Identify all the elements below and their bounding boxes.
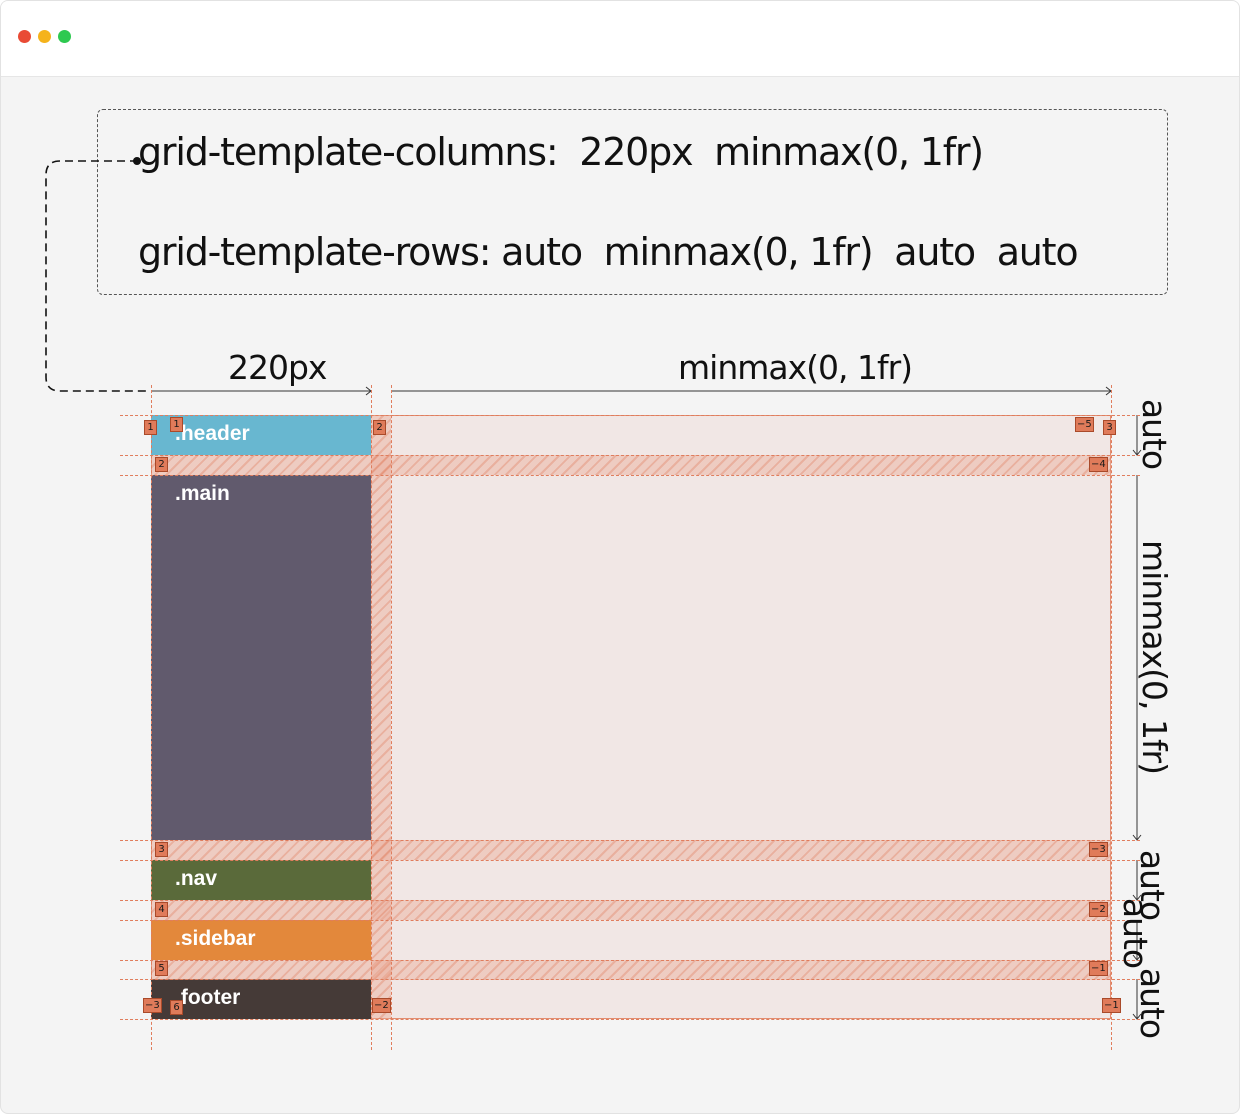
grid-line-vertical: [1111, 385, 1112, 1050]
column-line-number-badge-negative: −2: [372, 998, 391, 1013]
header-area: .header: [151, 415, 371, 455]
grid-line-vertical: [371, 385, 372, 1050]
grid-line-horizontal: [120, 920, 1140, 921]
row-line-number-badge: 6: [170, 1000, 183, 1015]
column-line-number-badge: 3: [1103, 420, 1116, 435]
sidebar-area-label: .sidebar: [175, 927, 256, 950]
row-gap-4: [151, 960, 1111, 980]
grid-line-horizontal: [120, 979, 1140, 980]
row-line-number-badge: 5: [155, 961, 168, 976]
column-line-number-badge: 2: [373, 420, 386, 435]
row-line-number-badge: 4: [155, 902, 168, 917]
grid-line-horizontal: [120, 960, 1140, 961]
row-line-number-badge-negative: −2: [1089, 902, 1108, 917]
connector-dashed-line: [45, 160, 150, 392]
grid-line-vertical: [391, 385, 392, 1050]
main-area-label: .main: [175, 482, 230, 505]
row-gap-1: [151, 455, 1111, 475]
row-gap-3: [151, 900, 1111, 920]
column-1-size-label: 220px: [228, 348, 327, 387]
nav-area: .nav: [151, 860, 371, 900]
connector-dot: [133, 157, 141, 165]
grid-line-horizontal: [120, 415, 1140, 416]
footer-area: .footer: [151, 979, 371, 1019]
grid-template-rows-line: grid-template-rows: auto minmax(0, 1fr) …: [138, 230, 1079, 274]
column-2-size-label: minmax(0, 1fr): [678, 348, 913, 387]
row-1-size-label: auto: [1135, 398, 1174, 470]
sidebar-area: .sidebar: [151, 920, 371, 960]
column-gap: [371, 415, 391, 1019]
column-line-number-badge-negative: −3: [143, 998, 162, 1013]
row-line-number-badge-negative: −3: [1089, 842, 1108, 857]
row-line-number-badge: 2: [155, 457, 168, 472]
grid-line-horizontal: [120, 455, 1140, 456]
row-gap-2: [151, 840, 1111, 860]
grid-template-columns-line: grid-template-columns: 220px minmax(0, 1…: [138, 130, 984, 174]
minimize-window-button[interactable]: [38, 30, 51, 43]
grid-line-vertical: [151, 385, 152, 1050]
row-line-number-badge: 3: [155, 842, 168, 857]
row-line-number-badge-negative: −5: [1075, 417, 1094, 432]
nav-area-label: .nav: [175, 867, 218, 890]
grid-line-horizontal: [120, 475, 1140, 476]
footer-area-label: .footer: [175, 986, 241, 1009]
row-line-number-badge-negative: −4: [1089, 457, 1108, 472]
header-area-label: .header: [175, 422, 250, 445]
column-line-number-badge: 1: [170, 417, 183, 432]
maximize-window-button[interactable]: [58, 30, 71, 43]
grid-line-horizontal: [120, 840, 1140, 841]
row-line-number-badge-negative: −1: [1089, 961, 1108, 976]
grid-line-horizontal: [120, 1019, 1140, 1020]
close-window-button[interactable]: [18, 30, 31, 43]
title-bar: [1, 1, 1239, 77]
row-5-size-label: auto: [1133, 967, 1172, 1039]
grid-line-horizontal: [120, 900, 1140, 901]
grid-line-horizontal: [120, 860, 1140, 861]
row-2-size-label: minmax(0, 1fr): [1135, 539, 1174, 775]
main-area: .main: [151, 475, 371, 840]
row-line-number-badge: 1: [144, 420, 157, 435]
column-line-number-badge-negative: −1: [1102, 998, 1121, 1013]
code-snippet-box: [97, 109, 1168, 295]
